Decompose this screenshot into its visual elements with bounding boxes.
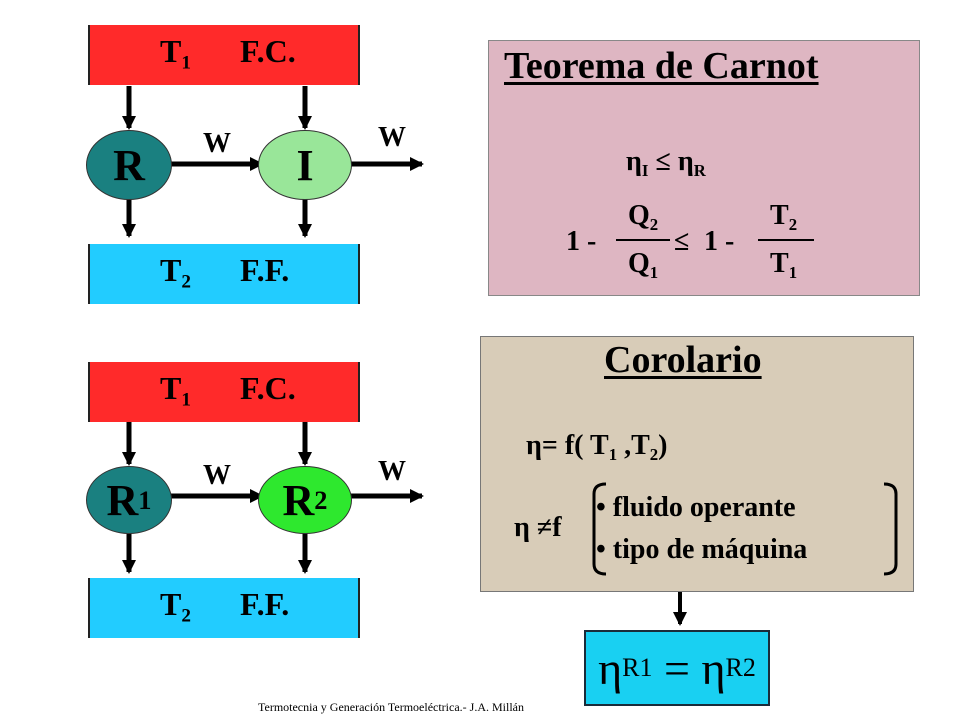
work-label-r1: W (203, 460, 231, 491)
eta-not-function: η ≠f (514, 512, 562, 543)
work-label-r: W (203, 128, 231, 159)
hot-label-bottom: F.C. (240, 370, 296, 406)
q-denominator: Q1 (628, 248, 659, 282)
work-label-i: W (378, 122, 406, 153)
hot-reservoir-bottom: T1 F.C. (88, 362, 360, 422)
t-denominator: T1 (770, 248, 798, 282)
cold-label-bottom: F.F. (240, 586, 290, 622)
work-label-r2: W (378, 456, 406, 487)
t-fraction-bar (758, 239, 814, 241)
cold-temp-top: T2 (160, 252, 191, 293)
cold-reservoir-top: T2 F.F. (88, 244, 360, 304)
engine-i: I (258, 130, 352, 200)
one-minus-b: 1 - (704, 226, 735, 257)
t-numerator: T2 (770, 200, 798, 234)
hot-reservoir-top: T1 F.C. (88, 25, 360, 85)
q-numerator: Q2 (628, 200, 659, 234)
q-fraction-bar (616, 239, 670, 241)
bullet-maquina: • tipo de máquina (596, 534, 808, 565)
le-symbol-2: ≤ (674, 226, 690, 257)
cold-temp-bottom: T2 (160, 586, 191, 627)
footer-credit: Termotecnia y Generación Termoeléctrica.… (258, 700, 524, 714)
carnot-title: Teorema de Carnot (504, 45, 819, 87)
eta-function-eq: η= f( T1 ,T2) (526, 430, 668, 464)
bullet-fluido: • fluido operante (596, 492, 796, 523)
hot-temp-bottom: T1 (160, 370, 191, 411)
engine-r: R (86, 130, 172, 200)
brace-brackets (592, 482, 898, 576)
hot-temp-top: T1 (160, 33, 191, 74)
cold-label-top: F.F. (240, 252, 290, 288)
cold-reservoir-bottom: T2 F.F. (88, 578, 360, 638)
carnot-inequality: ηI ≤ ηR (626, 146, 706, 180)
corolario-panel (480, 336, 914, 592)
carnot-panel (488, 40, 920, 296)
corolario-title: Corolario (604, 339, 762, 381)
hot-label-top: F.C. (240, 33, 296, 69)
one-minus-a: 1 - (566, 226, 597, 257)
